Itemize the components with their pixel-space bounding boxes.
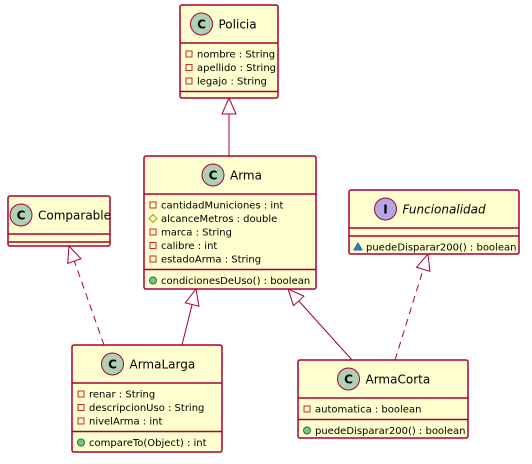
class-box-funcionalidad: I Funcionalidad puedeDisparar200() : boole… <box>348 189 520 255</box>
hollow-triangle-arrowhead <box>184 287 200 307</box>
visibility-public-icon <box>77 438 85 447</box>
attribute: nivelArma : int <box>89 417 162 428</box>
method: compareTo(Object) : int <box>89 438 207 449</box>
relation-armacorta-to-arma <box>287 288 353 361</box>
attribute: automatica : boolean <box>315 405 421 416</box>
attribute: alcanceMetros : double <box>161 214 277 225</box>
class-box-arma: C Arma cantidadMuniciones : int alcanceMetr… <box>143 155 317 290</box>
interface-spot-icon <box>374 197 397 221</box>
attribute: calibre : int <box>161 241 217 252</box>
attribute: marca : String <box>161 228 232 239</box>
attribute: legajo : String <box>197 77 267 88</box>
visibility-package-icon <box>353 241 363 251</box>
class-spot-icon <box>101 352 124 376</box>
attribute: nombre : String <box>197 50 275 61</box>
visibility-private-icon <box>185 50 193 58</box>
visibility-private-icon <box>149 255 157 263</box>
relation-armalarga-to-arma <box>181 287 200 346</box>
class-name: Comparable <box>38 209 111 223</box>
spot-letter: I <box>383 203 387 217</box>
spot-letter: C <box>344 373 353 387</box>
attribute: estadoArma : String <box>161 255 261 266</box>
method: condicionesDeUso() : boolean <box>161 276 310 287</box>
class-box-armacorta: C ArmaCorta automatica : boolean puedeDispa… <box>297 359 469 439</box>
hollow-triangle-arrowhead <box>67 244 82 265</box>
visibility-private-icon <box>185 77 193 85</box>
class-spot-icon <box>9 203 33 227</box>
generalization-line <box>181 304 193 346</box>
class-box-comparable: C Comparable <box>7 195 111 247</box>
attribute: descripcionUso : String <box>89 403 204 414</box>
realization-line <box>394 269 424 361</box>
generalization-line <box>298 300 353 361</box>
visibility-private-icon <box>149 228 157 236</box>
attribute: cantidadMuniciones : int <box>161 201 284 212</box>
visibility-private-icon <box>77 404 85 411</box>
realization-line <box>73 260 105 346</box>
visibility-public-icon <box>303 426 311 435</box>
attribute: apellido : String <box>197 63 276 74</box>
method: puedeDisparar200() : boolean <box>315 426 465 437</box>
class-name: ArmaCorta <box>366 373 431 387</box>
visibility-private-icon <box>303 405 311 413</box>
hollow-triangle-arrowhead <box>415 252 431 273</box>
class-spot-icon <box>337 367 360 391</box>
spot-letter: C <box>197 18 206 32</box>
visibility-private-icon <box>77 417 85 425</box>
class-name: ArmaLarga <box>130 358 196 372</box>
method: puedeDisparar200() : boolean <box>366 243 516 254</box>
spot-letter: C <box>17 209 26 223</box>
relation-armacorta-to-funcionalidad <box>394 252 431 361</box>
spot-letter: C <box>108 358 117 372</box>
visibility-private-icon <box>185 64 193 71</box>
relation-armalarga-to-comparable <box>67 244 105 346</box>
hollow-triangle-arrowhead <box>221 96 237 115</box>
class-name: Policia <box>219 18 257 32</box>
attribute: renar : String <box>89 390 155 401</box>
spot-letter: C <box>209 169 218 183</box>
visibility-private-icon <box>149 201 157 209</box>
visibility-protected-icon <box>148 213 158 224</box>
class-spot-icon <box>201 163 225 187</box>
visibility-public-icon <box>149 276 157 285</box>
class-name: Funcionalidad <box>403 203 486 217</box>
hollow-triangle-arrowhead <box>287 288 305 307</box>
class-spot-icon <box>190 12 213 36</box>
class-box-armalarga: C ArmaLarga renar : String descripcionUso :… <box>71 344 223 453</box>
relation-arma-to-policia <box>221 96 237 156</box>
class-box-policia: C Policia nombre : String apellido : String… <box>179 4 279 99</box>
class-name: Arma <box>230 169 262 183</box>
visibility-private-icon <box>77 390 85 398</box>
visibility-private-icon <box>149 242 157 249</box>
class-box-frame <box>143 155 317 290</box>
